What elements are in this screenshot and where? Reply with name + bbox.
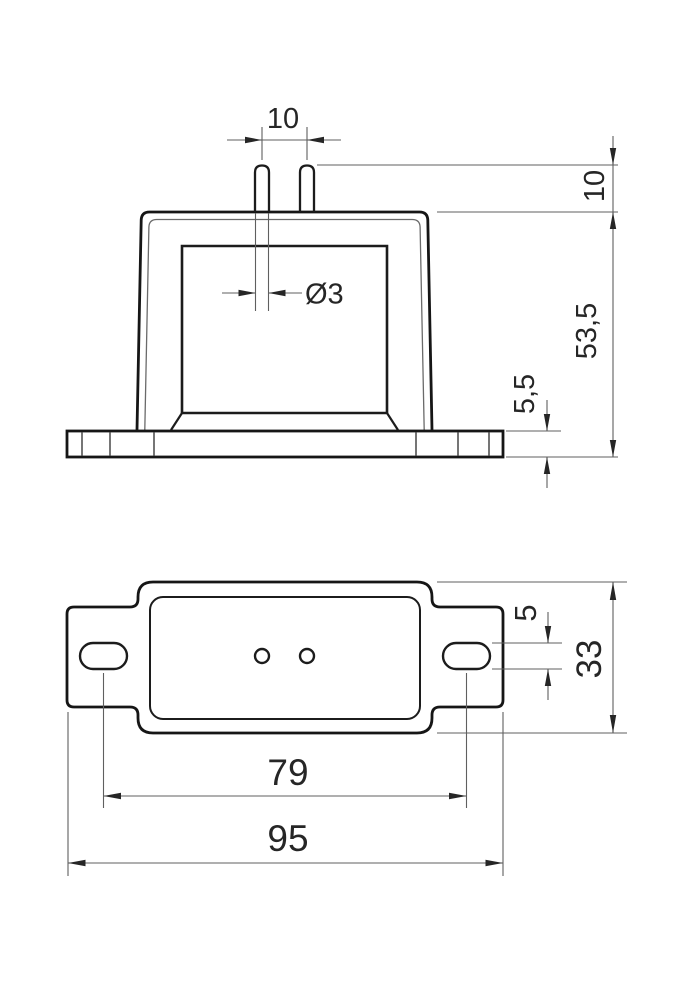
arrow xyxy=(609,440,617,457)
arrow xyxy=(609,582,617,600)
plan-outline xyxy=(65,580,505,735)
bottom-view: 5 33 79 95 xyxy=(65,580,627,876)
arrow xyxy=(543,457,551,474)
left-pin-hole xyxy=(253,647,271,665)
flange xyxy=(65,429,505,459)
dim-flange-thickness-label: 5,5 xyxy=(509,374,541,414)
left-pin xyxy=(253,164,271,212)
right-mounting-slot xyxy=(441,641,492,671)
dim-pin-diameter xyxy=(222,213,302,311)
dim-pin-spacing-label: 10 xyxy=(267,103,299,135)
arrow xyxy=(609,212,617,229)
arrow xyxy=(609,148,617,165)
arrow xyxy=(238,289,256,297)
arrow xyxy=(449,792,467,800)
arrow xyxy=(543,414,551,431)
dim-overall-length-label: 95 xyxy=(267,818,308,859)
front-extension-lines xyxy=(317,164,618,458)
front-body-inner-contour xyxy=(144,218,425,431)
arrow xyxy=(68,859,86,867)
arrow xyxy=(485,859,503,867)
arrow xyxy=(609,715,617,733)
flange-ticks xyxy=(81,432,490,456)
front-body-outline xyxy=(135,210,434,431)
plan-inner-rect xyxy=(149,596,421,720)
left-mounting-slot xyxy=(78,641,129,671)
dim-hole-spacing xyxy=(102,673,468,808)
dim-body-width xyxy=(437,581,627,734)
front-core-skirt-right xyxy=(386,412,399,431)
front-core-window xyxy=(180,244,389,413)
arrow xyxy=(544,626,552,643)
front-core-skirt-left xyxy=(170,412,183,431)
arrow xyxy=(245,136,262,144)
arrow xyxy=(307,136,324,144)
dim-pin-protrusion-label: 10 xyxy=(579,170,611,202)
arrow xyxy=(103,792,121,800)
dim-body-width-label: 33 xyxy=(570,640,609,679)
dim-pin-diameter-label: Ø3 xyxy=(305,279,344,311)
right-pin xyxy=(298,164,316,212)
dim-height-label: 53,5 xyxy=(571,303,603,359)
dim-hole-spacing-label: 79 xyxy=(267,752,308,793)
right-pin-hole xyxy=(298,647,316,665)
arrow xyxy=(268,289,286,297)
arrow xyxy=(544,669,552,686)
front-view: 10 Ø3 10 53,5 5,5 xyxy=(65,103,618,488)
dim-overall-length xyxy=(67,712,504,876)
dim-slot-width-label: 5 xyxy=(508,604,543,621)
